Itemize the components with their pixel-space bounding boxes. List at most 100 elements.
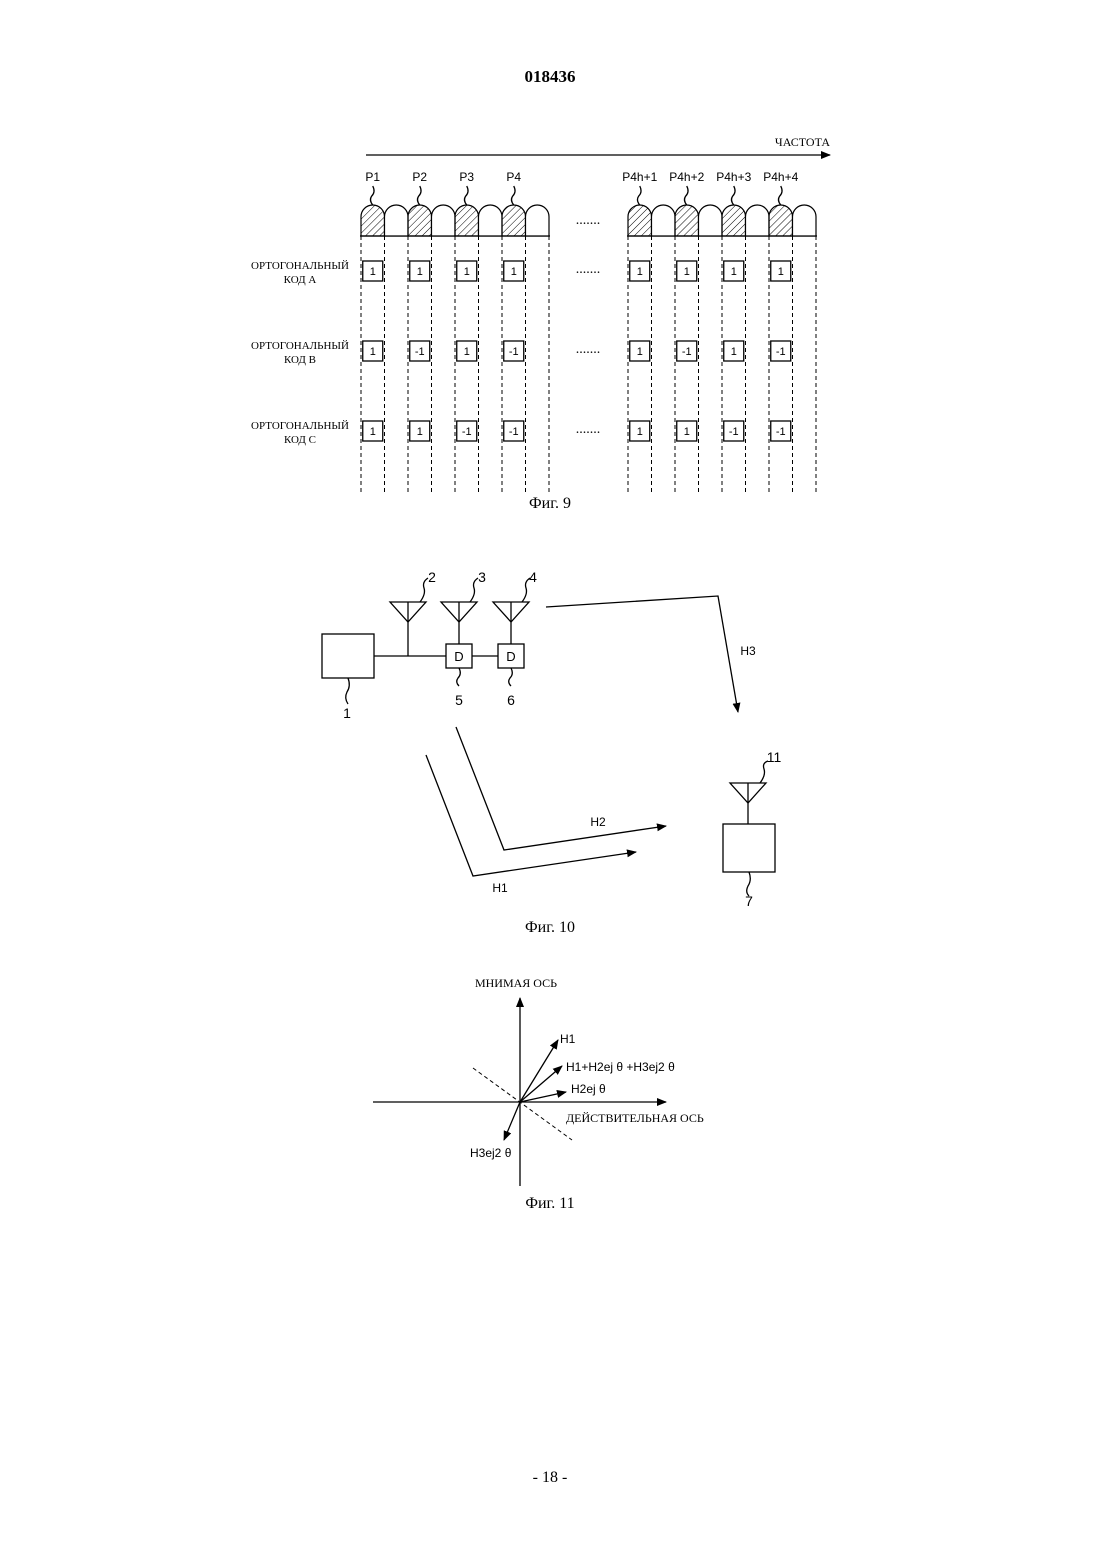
- code-name-line1: ОРТОГОНАЛЬНЫЙ: [251, 260, 349, 272]
- vector-h3: [504, 1102, 520, 1140]
- path-h2-label: H2: [590, 815, 606, 829]
- ref-label-1: 1: [343, 705, 351, 721]
- ref-label-11: 11: [767, 749, 782, 765]
- vector-h2-label: H2ej θ: [571, 1082, 606, 1096]
- pilot-subcarrier: [722, 205, 746, 236]
- orthogonal-codes: ОРТОГОНАЛЬНЫЙ КОД А 1 1 1 1 1 1 1 1....... ОРТОГОН…: [251, 260, 791, 446]
- pilot-leader: [417, 186, 421, 205]
- pilot-label: P4h+2: [669, 170, 704, 184]
- data-subcarrier: [652, 205, 676, 236]
- vector-h2: [520, 1092, 566, 1102]
- code-value: 1: [370, 346, 376, 358]
- pilot-label: P3: [459, 170, 474, 184]
- code-value: 1: [684, 266, 690, 278]
- ref-label-2: 2: [428, 569, 436, 585]
- fig9-caption: Фиг. 9: [529, 495, 571, 512]
- pilot-subcarrier: [675, 205, 699, 236]
- code-name-line1: ОРТОГОНАЛЬНЫЙ: [251, 340, 349, 352]
- code-name-line2: КОД В: [284, 354, 316, 366]
- pilot-leader: [511, 186, 515, 205]
- imaginary-axis-label: МНИМАЯ ОСЬ: [475, 976, 557, 990]
- code-value: -1: [509, 426, 519, 438]
- pilot-subcarrier: [455, 205, 479, 236]
- path-h3-arrow: [546, 596, 738, 712]
- code-value: -1: [509, 346, 519, 358]
- vector-sum: [520, 1066, 562, 1102]
- pilot-leader: [370, 186, 374, 205]
- path-h3-label: H3: [740, 644, 756, 658]
- leader-1: [346, 678, 350, 704]
- data-subcarrier: [746, 205, 770, 236]
- code-row-ellipsis: .......: [576, 342, 601, 357]
- code-value: 1: [370, 266, 376, 278]
- dashed-reference-line: [473, 1068, 572, 1140]
- code-row-ellipsis: .......: [576, 422, 601, 437]
- code-value: -1: [729, 426, 739, 438]
- code-value: 1: [417, 266, 423, 278]
- path-h2-arrow: [456, 727, 666, 850]
- ref-label-4: 4: [529, 569, 537, 585]
- code-value: -1: [682, 346, 692, 358]
- pilot-subcarrier: [408, 205, 432, 236]
- code-value: 1: [370, 426, 376, 438]
- data-subcarrier: [432, 205, 456, 236]
- pilot-label: P1: [365, 170, 380, 184]
- code-value: 1: [684, 426, 690, 438]
- fig11-diagram: МНИМАЯ ОСЬ ДЕЙСТВИТЕЛЬНАЯ ОСЬ H1 H1+H2ej…: [373, 976, 704, 1212]
- pilot-leader: [778, 186, 782, 205]
- leader-2: [420, 578, 428, 602]
- pilot-leader: [684, 186, 688, 205]
- delay-label-6: D: [506, 649, 515, 664]
- data-subcarrier: [526, 205, 550, 236]
- leader-5: [457, 668, 461, 686]
- code-name-line2: КОД С: [284, 434, 316, 446]
- pilot-subcarrier: [628, 205, 652, 236]
- ref-label-3: 3: [478, 569, 486, 585]
- code-value: -1: [776, 426, 786, 438]
- code-name-line2: КОД А: [284, 274, 317, 286]
- page-number: - 18 -: [533, 1469, 568, 1486]
- pilot-label: P4h+3: [716, 170, 751, 184]
- ref-label-5: 5: [455, 692, 463, 708]
- fig10-diagram: 1 2 D 3 5 D 4 6 H3 H2 H1: [322, 569, 781, 936]
- transmitter-box: [322, 634, 374, 678]
- code-value: -1: [462, 426, 472, 438]
- code-name-line1: ОРТОГОНАЛЬНЫЙ: [251, 420, 349, 432]
- pilot-label: P2: [412, 170, 427, 184]
- path-h1-label: H1: [492, 881, 508, 895]
- data-subcarrier: [793, 205, 817, 236]
- receiver-box: [723, 824, 775, 872]
- pilot-label: P4h+4: [763, 170, 798, 184]
- data-subcarrier: [385, 205, 409, 236]
- data-subcarrier: [479, 205, 503, 236]
- code-value: -1: [415, 346, 425, 358]
- fig10-caption: Фиг. 10: [525, 919, 575, 936]
- code-value: 1: [417, 426, 423, 438]
- code-row-ellipsis: .......: [576, 262, 601, 277]
- doc-number: 018436: [525, 67, 576, 86]
- fig11-caption: Фиг. 11: [525, 1195, 574, 1212]
- pilot-label: P4: [506, 170, 521, 184]
- pilot-leader: [464, 186, 468, 205]
- vector-h1: [520, 1040, 558, 1102]
- code-value: 1: [731, 266, 737, 278]
- code-value: 1: [731, 346, 737, 358]
- code-value: 1: [637, 426, 643, 438]
- code-value: 1: [637, 346, 643, 358]
- delay-label-5: D: [454, 649, 463, 664]
- code-value: 1: [637, 266, 643, 278]
- leader-6: [509, 668, 513, 686]
- pilot-labels: P1 P2 P3 P4 P4h+1 P4h+2 P4h+3 P4h+4: [365, 170, 798, 205]
- pilot-label: P4h+1: [622, 170, 657, 184]
- pilot-leader: [731, 186, 735, 205]
- code-value: 1: [511, 266, 517, 278]
- vector-h1-label: H1: [560, 1032, 576, 1046]
- ellipsis-top: .......: [576, 213, 601, 228]
- real-axis-label: ДЕЙСТВИТЕЛЬНАЯ ОСЬ: [566, 1111, 704, 1125]
- code-value: 1: [464, 266, 470, 278]
- pilot-subcarrier: [502, 205, 526, 236]
- ref-label-6: 6: [507, 692, 515, 708]
- data-subcarrier: [699, 205, 723, 236]
